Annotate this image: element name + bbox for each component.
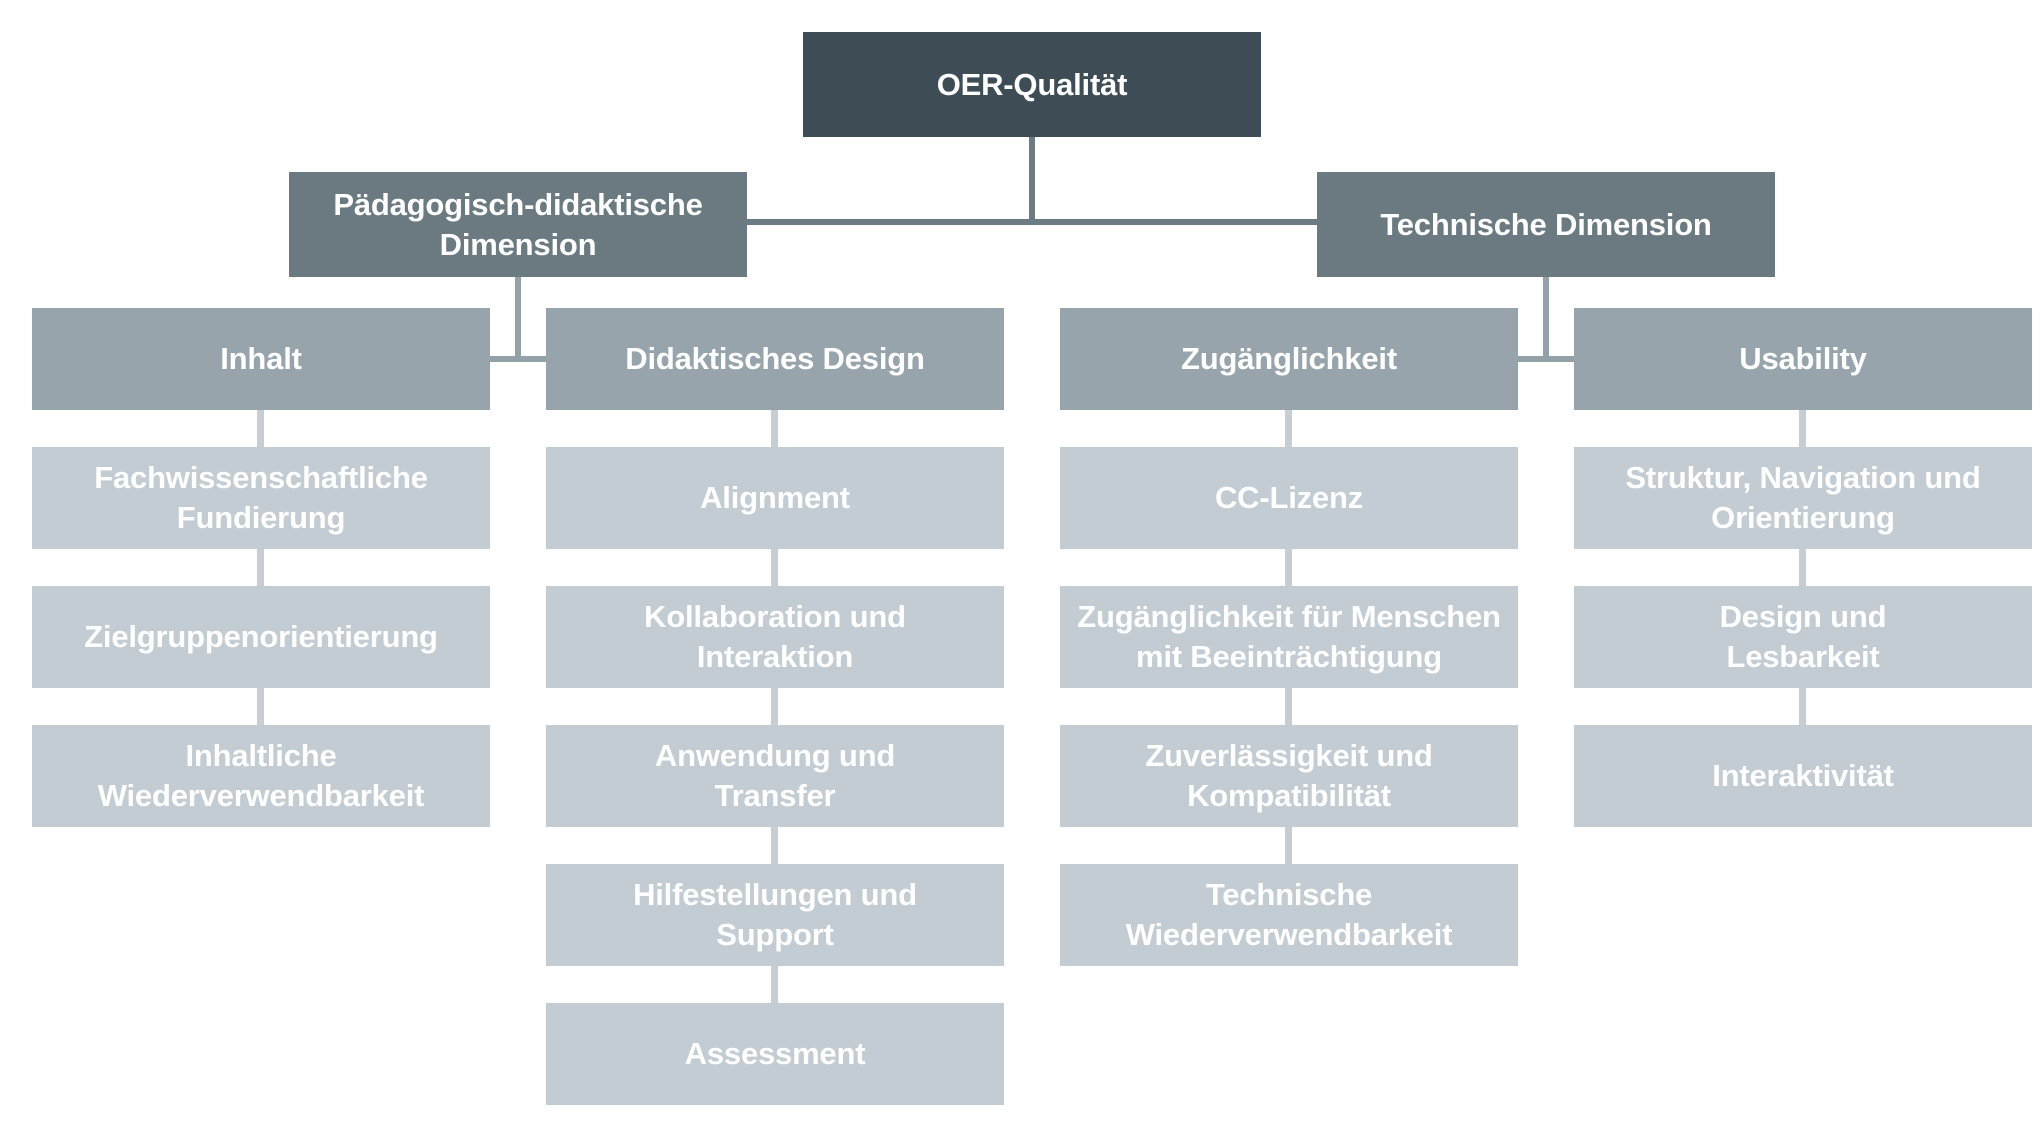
node-item-hilfestellungen-und-support: Hilfestellungen und Support — [546, 864, 1004, 966]
node-item-interaktivitaet: Interaktivität — [1574, 725, 2032, 827]
connector-col4-seg1 — [1799, 410, 1806, 447]
connector-technisch-stem — [1543, 277, 1549, 362]
connector-col2-seg2 — [771, 549, 778, 586]
node-category-zugaenglichkeit: Zugänglichkeit — [1060, 308, 1518, 410]
node-item-fachwissenschaftliche-fundierung: Fachwissenschaftliche Fundierung — [32, 447, 490, 549]
node-item-assessment: Assessment — [546, 1003, 1004, 1105]
connector-col1-seg2 — [257, 549, 264, 586]
node-item-inhaltliche-wiederverwendbarkeit: Inhaltliche Wiederverwendbarkeit — [32, 725, 490, 827]
node-item-zielgruppenorientierung: Zielgruppenorientierung — [32, 586, 490, 688]
connector-root-bar — [747, 219, 1317, 225]
node-category-usability: Usability — [1574, 308, 2032, 410]
connector-paedagogisch-bar — [490, 356, 546, 362]
node-item-zugaenglichkeit-fuer-menschen: Zugänglichkeit für Menschen mit Beeinträ… — [1060, 586, 1518, 688]
connector-col3-seg3 — [1285, 688, 1292, 725]
connector-root-stem — [1029, 137, 1035, 225]
node-dimension-paedagogisch-didaktisch: Pädagogisch-didaktische Dimension — [289, 172, 747, 277]
node-item-cc-lizenz: CC-Lizenz — [1060, 447, 1518, 549]
node-item-technische-wiederverwendbarkeit: Technische Wiederverwendbarkeit — [1060, 864, 1518, 966]
connector-technisch-bar — [1518, 356, 1574, 362]
connector-col4-seg2 — [1799, 549, 1806, 586]
connector-col1-seg1 — [257, 410, 264, 447]
node-item-zuverlaessigkeit-und-kompatibilitaet: Zuverlässigkeit und Kompatibilität — [1060, 725, 1518, 827]
node-item-design-und-lesbarkeit: Design und Lesbarkeit — [1574, 586, 2032, 688]
node-item-struktur-navigation-orientierung: Struktur, Navigation und Orientierung — [1574, 447, 2032, 549]
connector-col1-seg3 — [257, 688, 264, 725]
node-category-inhalt: Inhalt — [32, 308, 490, 410]
node-item-anwendung-und-transfer: Anwendung und Transfer — [546, 725, 1004, 827]
connector-col3-seg2 — [1285, 549, 1292, 586]
connector-paedagogisch-stem — [515, 277, 521, 362]
node-oer-qualitaet: OER-Qualität — [803, 32, 1261, 137]
node-item-alignment: Alignment — [546, 447, 1004, 549]
connector-col2-seg1 — [771, 410, 778, 447]
connector-col2-seg3 — [771, 688, 778, 725]
node-item-kollaboration-und-interaktion: Kollaboration und Interaktion — [546, 586, 1004, 688]
connector-col3-seg4 — [1285, 827, 1292, 864]
node-dimension-technisch: Technische Dimension — [1317, 172, 1775, 277]
connector-col4-seg3 — [1799, 688, 1806, 725]
connector-col2-seg5 — [771, 966, 778, 1003]
connector-col3-seg1 — [1285, 410, 1292, 447]
node-category-didaktisches-design: Didaktisches Design — [546, 308, 1004, 410]
connector-col2-seg4 — [771, 827, 778, 864]
